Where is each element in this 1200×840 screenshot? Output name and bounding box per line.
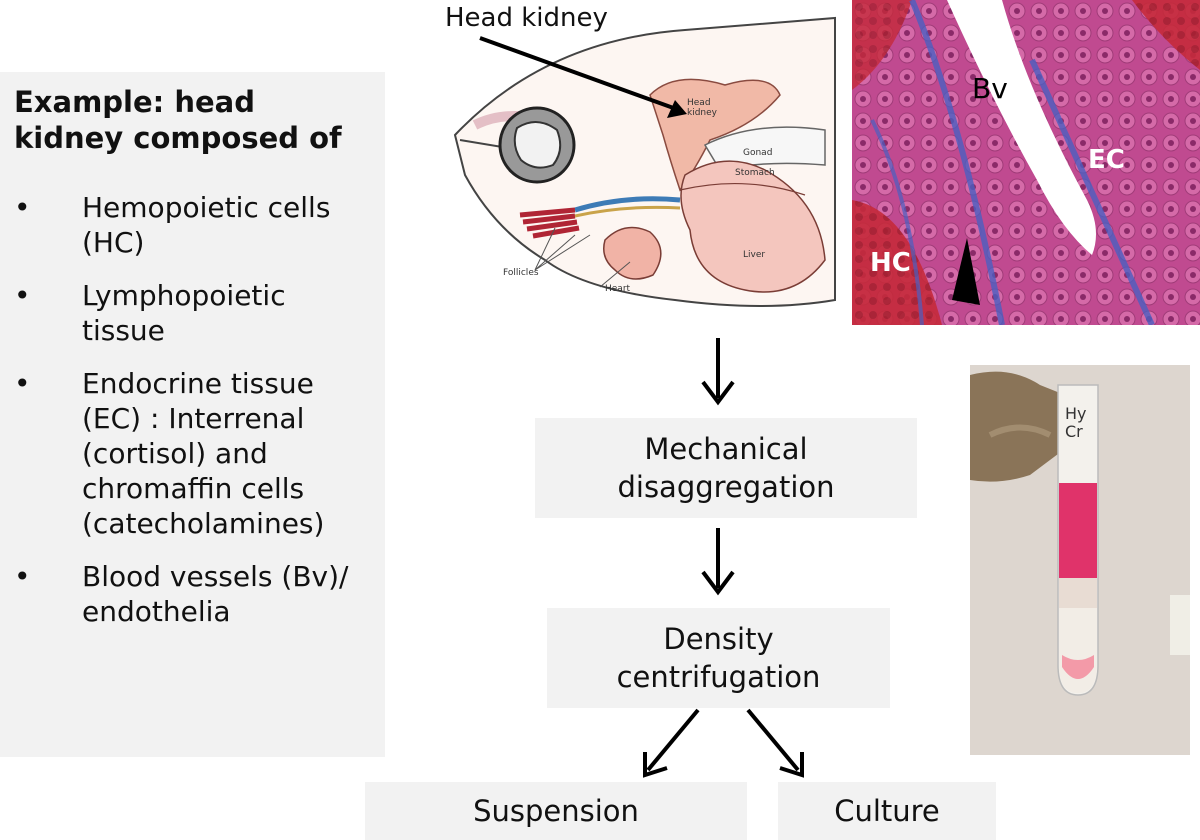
list-item: • Lymphopoietic tissue [0, 278, 385, 348]
list-item-text: Blood vessels (Bv)/ endothelia [82, 560, 349, 628]
step-label: Mechanical disaggregation [617, 432, 835, 504]
bullet-icon: • [14, 560, 31, 593]
step-mechanical-disaggregation: Mechanical disaggregation [535, 418, 917, 518]
fish-anatomy-diagram: Head kidney Gonad Stomach Liver Follicle… [425, 0, 845, 320]
output-suspension: Suspension [365, 782, 747, 840]
histology-label-hc: HC [870, 248, 911, 278]
arrow-right-down-icon [746, 708, 804, 778]
tube-photo-image [970, 365, 1190, 755]
diagram-label-follicles: Follicles [503, 268, 539, 278]
tube-handwriting: Hy Cr [1065, 404, 1087, 441]
arrow-down-icon [701, 528, 735, 596]
output-culture: Culture [778, 782, 996, 840]
diagram-label-gonad: Gonad [743, 148, 773, 158]
head-kidney-callout: Head kidney [445, 3, 608, 33]
list-item: • Endocrine tissue (EC) : Interrenal (cor… [0, 366, 385, 541]
arrow-down-icon [701, 338, 735, 406]
list-item-text: Lymphopoietic tissue [82, 279, 286, 347]
list-item: • Hemopoietic cells (HC) [0, 190, 385, 260]
component-list: • Hemopoietic cells (HC) • Lymphopoietic t… [0, 190, 385, 647]
bullet-icon: • [14, 367, 31, 400]
list-item: • Blood vessels (Bv)/ endothelia [0, 559, 385, 629]
diagram-label-liver: Liver [743, 250, 766, 260]
step-label: Density centrifugation [616, 622, 821, 694]
arrow-left-down-icon [643, 708, 700, 778]
diagram-label-head-kidney: Head kidney [687, 98, 717, 118]
diagram-label-stomach: Stomach [735, 168, 775, 178]
panel-title: Example: head kidney composed of [14, 85, 342, 155]
output-label: Suspension [473, 794, 639, 828]
histology-label-ec: EC [1088, 145, 1125, 175]
bullet-icon: • [14, 191, 31, 224]
histology-label-bv: Bv [972, 72, 1008, 105]
diagram-label-heart: Heart [605, 284, 631, 294]
description-panel: Example: head kidney composed of • Hemopo… [0, 72, 385, 757]
centrifuge-tube-photo: Hy Cr [970, 365, 1190, 755]
histology-micrograph: Bv EC HC [852, 0, 1200, 325]
list-item-text: Endocrine tissue (EC) : Interrenal (cort… [82, 367, 325, 540]
output-label: Culture [834, 794, 940, 828]
step-density-centrifugation: Density centrifugation [547, 608, 890, 708]
histology-image [852, 0, 1200, 325]
bullet-icon: • [14, 279, 31, 312]
fish-anatomy-drawing [453, 16, 836, 307]
list-item-text: Hemopoietic cells (HC) [82, 191, 331, 259]
